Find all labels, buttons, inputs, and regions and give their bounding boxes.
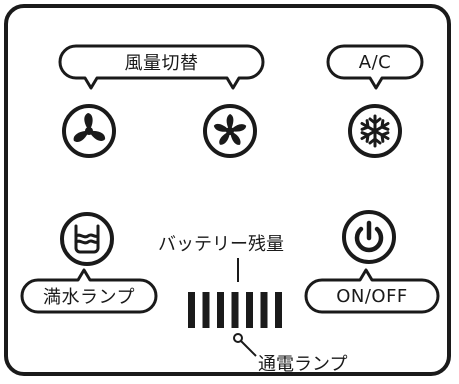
battery-segment	[260, 292, 268, 328]
on-off-callout	[304, 268, 440, 314]
battery-segment	[188, 292, 195, 328]
fan-switch-label: 風量切替	[124, 53, 199, 74]
control-panel: 風量切替 A/C	[4, 4, 451, 376]
battery-segment	[217, 292, 224, 328]
power-lamp-label: 通電ランプ	[258, 354, 348, 375]
water-full-lamp-label: 満水ランプ	[43, 287, 135, 308]
fan-switch-callout	[58, 44, 265, 90]
battery-level-label: バッテリー残量	[158, 234, 284, 255]
lamp-indicator-icon	[233, 333, 257, 357]
battery-segment	[275, 292, 282, 328]
water-full-lamp-callout	[20, 268, 158, 314]
battery-leader-line	[237, 258, 239, 282]
snowflake-icon[interactable]	[346, 102, 404, 160]
battery-segment	[202, 292, 210, 328]
on-off-label: ON/OFF	[336, 285, 408, 307]
water-tank-icon	[60, 212, 114, 266]
ac-label: A/C	[358, 51, 392, 73]
fan-5-blade-icon[interactable]	[201, 102, 259, 160]
battery-level-indicator	[188, 292, 282, 328]
ac-callout	[326, 44, 424, 90]
battery-segment	[231, 292, 239, 328]
power-icon[interactable]	[340, 208, 398, 266]
battery-segment	[246, 292, 253, 328]
fan-3-blade-icon[interactable]	[60, 102, 118, 160]
